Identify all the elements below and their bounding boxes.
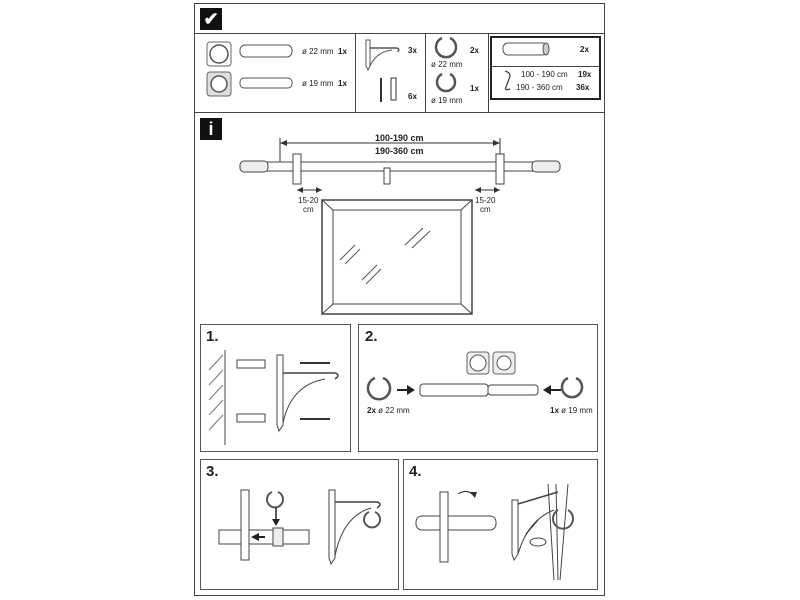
screw-and-plug-icon bbox=[380, 77, 397, 102]
ring-19-qty: 1x bbox=[470, 84, 479, 93]
column-divider bbox=[355, 33, 356, 112]
bracket-qty: 3x bbox=[408, 46, 417, 55]
overhang-right-unit: cm bbox=[480, 205, 491, 214]
rod-19-icon bbox=[239, 77, 293, 89]
step-3-number: 3. bbox=[206, 463, 219, 480]
rod-19-qty: 1x bbox=[338, 79, 347, 88]
step-2-rod-drawing bbox=[366, 376, 584, 401]
step-1-number: 1. bbox=[206, 328, 219, 345]
ring-19-size: ø 19 mm bbox=[431, 96, 463, 105]
box-divider bbox=[492, 66, 599, 67]
rod-22-profile-icon bbox=[206, 41, 232, 67]
step-2-left-qty: 2x bbox=[367, 406, 376, 415]
overhang-right-value: 15-20 bbox=[475, 196, 496, 205]
bracket-icon bbox=[365, 39, 400, 72]
length-range-1: 100-190 cm bbox=[375, 133, 424, 143]
profile-22-icon bbox=[466, 351, 490, 375]
step-2-right-label: 1x ø 19 mm bbox=[550, 406, 593, 415]
step-1-panel bbox=[200, 324, 351, 452]
finial-icon bbox=[502, 42, 550, 56]
checkmark-icon: ✔ bbox=[200, 8, 222, 30]
ring-22-size: ø 22 mm bbox=[431, 60, 463, 69]
info-icon: i bbox=[200, 118, 222, 140]
length-range-2: 190-360 cm bbox=[375, 146, 424, 156]
ring-22-qty: 2x bbox=[470, 46, 479, 55]
finial-qty: 2x bbox=[580, 45, 589, 54]
page-frame bbox=[194, 3, 605, 596]
step-2-number: 2. bbox=[365, 328, 378, 345]
column-divider bbox=[425, 33, 426, 112]
profile-19-icon bbox=[492, 351, 516, 375]
step-3-panel bbox=[200, 459, 399, 590]
accessory-box bbox=[490, 36, 601, 100]
section-divider bbox=[194, 112, 605, 113]
curtain-hook-icon bbox=[504, 70, 511, 91]
rod-19-size: ø 19 mm bbox=[302, 79, 334, 88]
step-1-wall-mount-drawing bbox=[208, 350, 339, 445]
rod-19-profile-icon bbox=[206, 71, 232, 97]
step-4-number: 4. bbox=[409, 463, 422, 480]
step-2-right-qty: 1x bbox=[550, 406, 559, 415]
step-2-left-size: ø 22 mm bbox=[378, 406, 410, 415]
overhang-left-value: 15-20 bbox=[298, 196, 319, 205]
step-4-panel bbox=[403, 459, 598, 590]
step-2-panel bbox=[358, 324, 598, 452]
ring-19-icon bbox=[435, 72, 457, 93]
screw-qty: 6x bbox=[408, 92, 417, 101]
hook-range-1: 100 - 190 cm bbox=[521, 70, 568, 79]
step-4-assembly-drawing bbox=[415, 483, 574, 581]
ring-22-icon bbox=[434, 36, 458, 59]
step-2-right-size: ø 19 mm bbox=[561, 406, 593, 415]
step-3-assembly-drawing bbox=[218, 489, 381, 566]
rod-22-qty: 1x bbox=[338, 47, 347, 56]
rod-22-icon bbox=[239, 44, 293, 58]
info-diagram bbox=[239, 138, 561, 315]
hook-qty-1: 19x bbox=[578, 70, 592, 79]
section-divider bbox=[194, 33, 605, 34]
overhang-left-unit: cm bbox=[303, 205, 314, 214]
step-2-left-label: 2x ø 22 mm bbox=[367, 406, 410, 415]
hook-qty-2: 36x bbox=[576, 83, 590, 92]
column-divider bbox=[488, 33, 489, 112]
rod-22-size: ø 22 mm bbox=[302, 47, 334, 56]
hook-range-2: 190 - 360 cm bbox=[516, 83, 563, 92]
